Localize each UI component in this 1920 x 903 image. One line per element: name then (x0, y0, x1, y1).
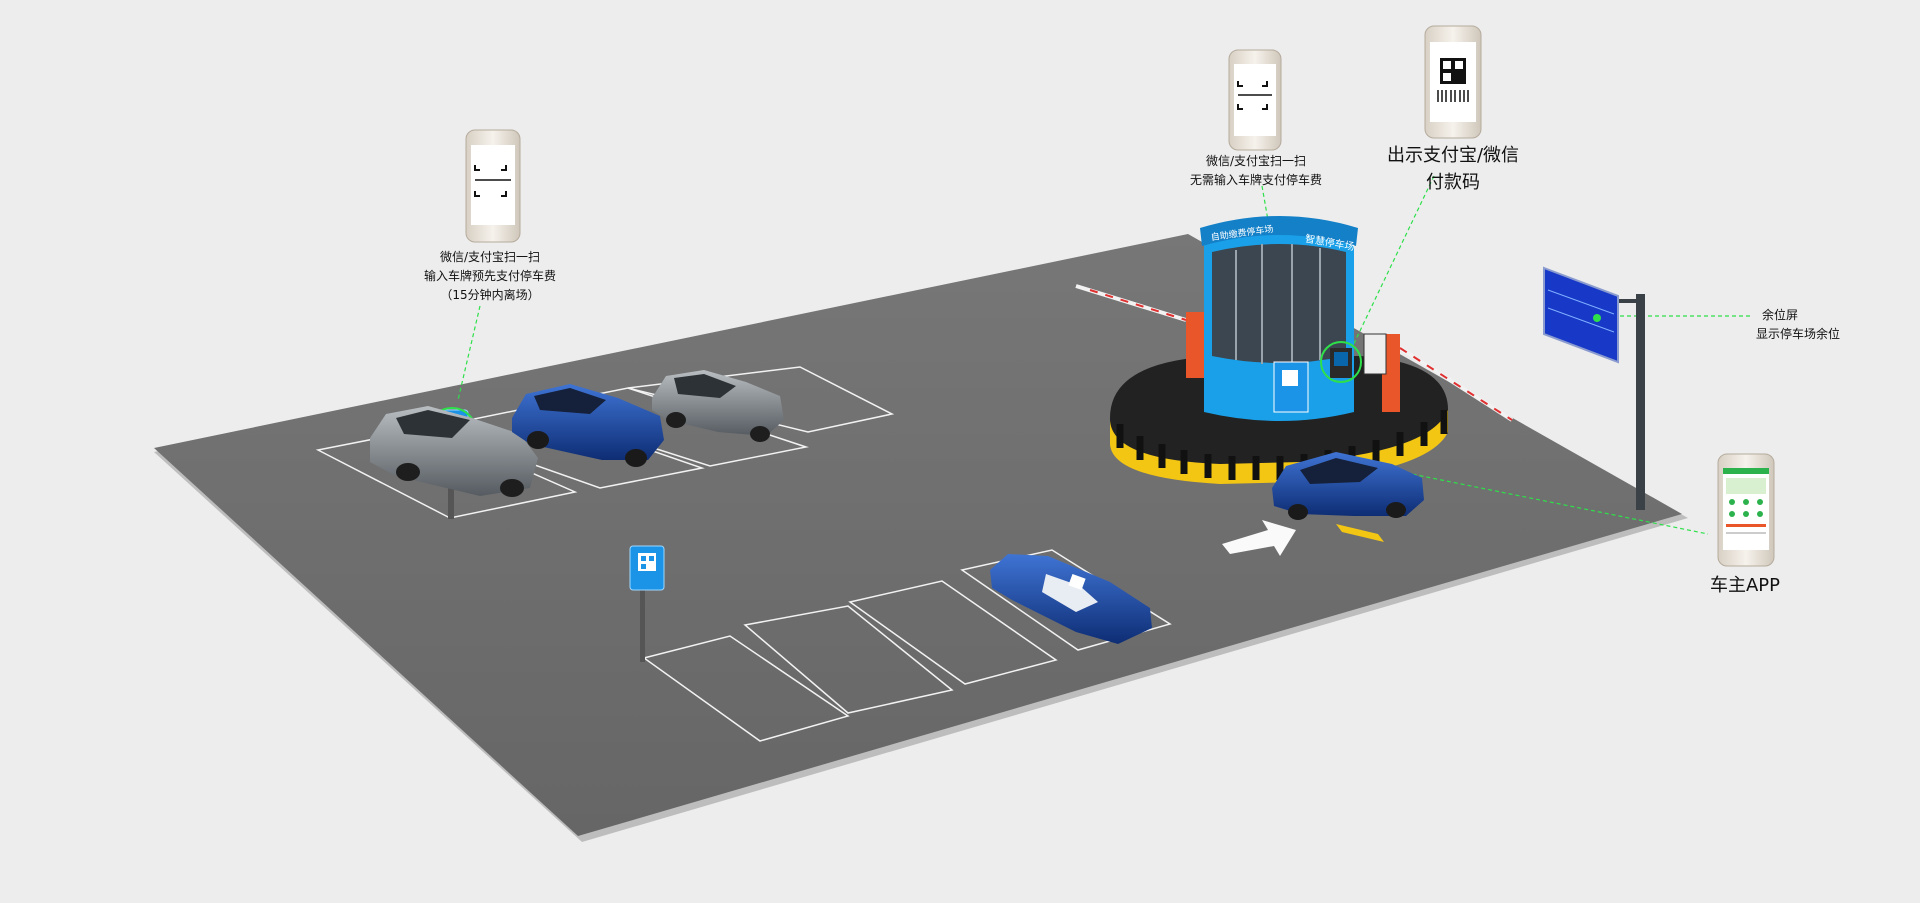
label-line: 出示支付宝/微信 (1386, 145, 1520, 166)
label-line: 显示停车场余位 (1756, 327, 1841, 341)
label-scan-exit: 微信/支付宝扫一扫 无需输入车牌支付停车费 (1176, 152, 1336, 190)
label-remaining-spaces: 余位屏 显示停车场余位 (1756, 306, 1840, 344)
car-icon (990, 554, 1152, 644)
phone-app-icon (1717, 453, 1775, 567)
label-line: 付款码 (1426, 172, 1480, 193)
label-scan-prepay: 微信/支付宝扫一扫 输入车牌预先支付停车费 （15分钟内离场） (410, 248, 570, 305)
phone-scan-icon (1228, 49, 1282, 151)
qr-sign-icon (629, 545, 665, 662)
label-line: 无需输入车牌支付停车费 (1189, 173, 1322, 187)
car-icon (370, 406, 538, 497)
label-line: （15分钟内离场） (440, 288, 540, 302)
parking-booth (1200, 216, 1362, 421)
phone-qr-barcode-icon (1424, 25, 1482, 139)
remaining-spaces-screen (1543, 266, 1645, 510)
phone-scan-icon (465, 129, 521, 243)
car-icon (512, 384, 664, 467)
parking-ground (154, 234, 1682, 836)
label-show-payment-code: 出示支付宝/微信 付款码 (1378, 142, 1528, 196)
label-line: 输入车牌预先支付停车费 (423, 269, 556, 283)
label-line: 微信/支付宝扫一扫 (1205, 154, 1307, 168)
car-icon (652, 370, 784, 442)
label-line: 余位屏 (1762, 308, 1799, 322)
label-owner-app: 车主APP (1709, 575, 1781, 596)
entry-arrow-icon (1222, 520, 1296, 556)
car-icon (1272, 452, 1424, 542)
label-line: 微信/支付宝扫一扫 (439, 250, 541, 264)
barrier-gate (1075, 284, 1514, 422)
